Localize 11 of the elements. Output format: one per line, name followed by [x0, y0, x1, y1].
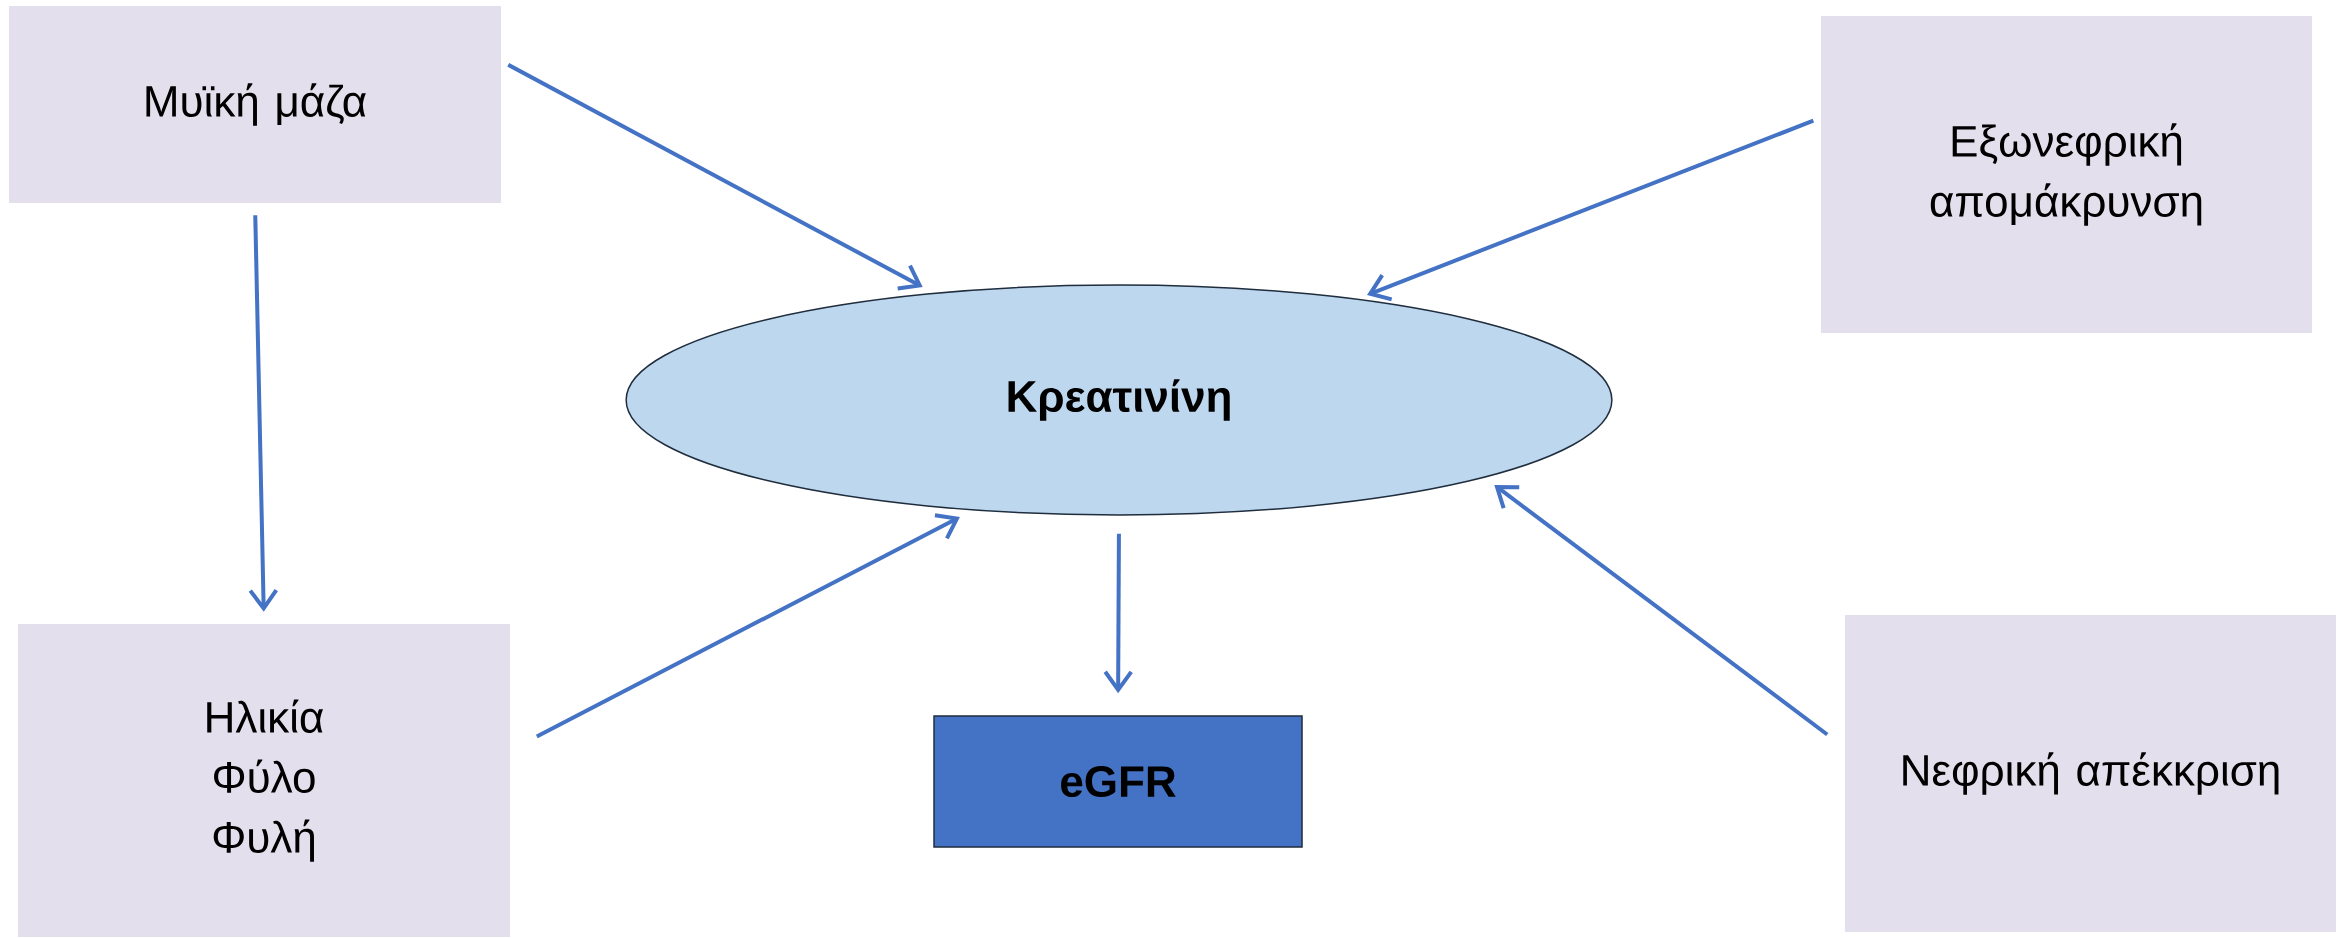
- arrow: [535, 513, 960, 739]
- label-box: Νεφρική απέκκριση: [1845, 615, 2337, 932]
- arrow: [1367, 118, 1815, 302]
- label-box: Εξωνεφρική απομάκρυνση: [1821, 16, 2312, 333]
- arrow: [507, 63, 923, 291]
- arrow: [1103, 533, 1133, 694]
- arrow: [1494, 484, 1829, 737]
- label-box: Μυϊκή μάζα: [9, 6, 501, 203]
- arrow: [248, 215, 278, 612]
- label-box: Ηλικία Φύλο Φυλή: [18, 624, 510, 937]
- output-box: eGFR: [933, 715, 1303, 848]
